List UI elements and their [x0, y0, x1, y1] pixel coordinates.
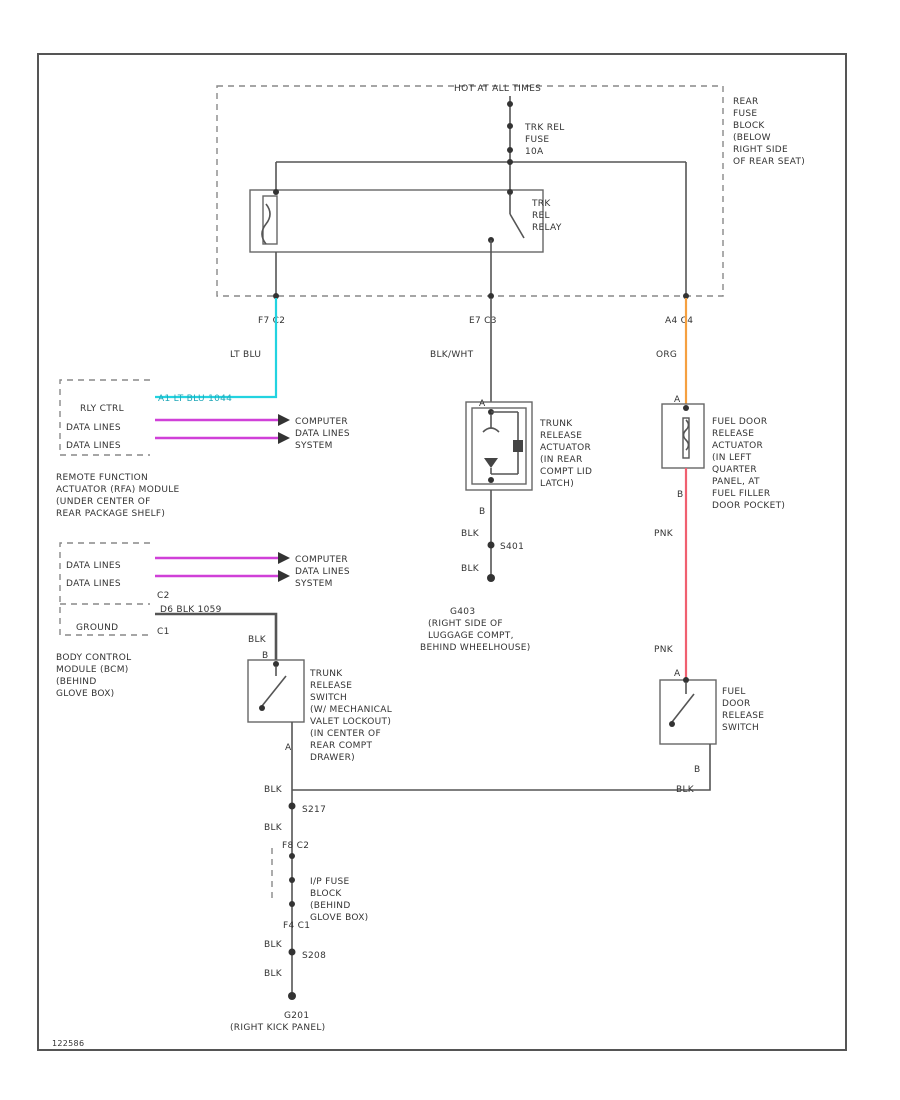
trunk-switch-pin-b: B [262, 651, 268, 661]
wire-label-blk-fuel-switch: BLK [676, 785, 695, 795]
ground-g201-label: G201 (RIGHT KICK PANEL) [230, 1011, 325, 1033]
actuator-pin-a: A [479, 399, 486, 409]
ground-g201-point [288, 992, 296, 1000]
bcm-connector-c1: C1 [157, 627, 170, 637]
arrow-rfa-1 [278, 414, 290, 426]
connector-e7-c3: E7 C3 [469, 316, 497, 326]
wire-label-blk-bcm: BLK [248, 635, 267, 645]
fuel-actuator-pin-b: B [677, 490, 683, 500]
splice-s208: S208 [302, 951, 326, 961]
bcm-row-data-lines-1: DATA LINES [66, 561, 121, 571]
wire-label-blk-g201: BLK [264, 969, 283, 979]
wire-label-blk-s208: BLK [264, 940, 283, 950]
ground-g403-label: G403 (RIGHT SIDE OF LUGGAGE COMPT, BEHIN… [420, 607, 531, 653]
bcm-module-label: BODY CONTROL MODULE (BCM) (BEHIND GLOVE … [56, 653, 135, 699]
wire-blk-bcm [155, 612, 278, 660]
trunk-release-switch: B TRUNK RELEASE SWITCH (W/ MECHANICAL VA… [247, 651, 395, 790]
ip-fuse-block-label: I/P FUSE BLOCK (BEHIND GLOVE BOX) [310, 877, 369, 923]
trunk-release-actuator: A TRUNK RELEASE ACTUATOR (IN REAR COMPT … [420, 399, 595, 653]
wire-label-blk-actuator: BLK [461, 529, 480, 539]
rfa-pin-a1: A1 LT BLU 1044 [158, 394, 232, 404]
bcm-module: DATA LINES DATA LINES C2 GROUND C1 A7 PP… [56, 542, 353, 699]
wire-label-lt-blu: LT BLU [230, 350, 261, 360]
splice-s217: S217 [302, 805, 326, 815]
wire-label-blk-ip: BLK [264, 823, 283, 833]
bcm-row-data-lines-2: DATA LINES [66, 579, 121, 589]
fuel-switch-label: FUEL DOOR RELEASE SWITCH [722, 687, 767, 733]
fuel-door-release-switch: A FUEL DOOR RELEASE SWITCH B BLK [292, 669, 767, 795]
wire-label-blk-g403: BLK [461, 564, 480, 574]
hot-at-all-times-label: HOT AT ALL TIMES [454, 84, 541, 94]
fuel-actuator-label: FUEL DOOR RELEASE ACTUATOR (IN LEFT QUAR… [712, 417, 785, 511]
wire-label-pnk-lower: PNK [654, 645, 674, 655]
rear-fuse-block-label: REAR FUSE BLOCK (BELOW RIGHT SIDE OF REA… [733, 97, 805, 167]
bcm-pin-a7: A7 PPL 1807 [158, 549, 218, 559]
trk-rel-relay [249, 189, 544, 253]
rfa-module-label: REMOTE FUNCTION ACTUATOR (RFA) MODULE (U… [56, 473, 183, 519]
diagram-frame [37, 53, 847, 1051]
fuel-switch-pin-a: A [674, 669, 681, 679]
bcm-pin-b7: B7 PPL 1807 [158, 567, 218, 577]
ground-path: BLK S217 BLK F8 C2 I/P FUSE BLOCK (BEHIN… [230, 785, 369, 1033]
fuel-door-release-actuator: A FUEL DOOR RELEASE ACTUATOR (IN LEFT QU… [654, 395, 785, 680]
rfa-pin-b4: B4 PPL 1807 [158, 411, 218, 421]
trunk-switch-label: TRUNK RELEASE SWITCH (W/ MECHANICAL VALE… [309, 669, 395, 763]
rfa-row-data-lines-1: DATA LINES [66, 423, 121, 433]
bcm-computer-label: COMPUTER DATA LINES SYSTEM [295, 555, 353, 589]
wire-label-org: ORG [656, 350, 677, 360]
trk-rel-relay-label: TRK REL RELAY [531, 199, 562, 233]
connector-a4-c4: A4 C4 [665, 316, 693, 326]
connector-f7-c2: F7 C2 [258, 316, 285, 326]
arrow-rfa-2 [278, 432, 290, 444]
footer-code: 122586 [52, 1039, 84, 1048]
rfa-module: RLY CTRL DATA LINES DATA LINES A1 LT BLU… [56, 379, 353, 519]
fuel-switch-pin-b: B [694, 765, 700, 775]
ground-g403-point [487, 574, 495, 582]
rfa-row-rly-ctrl: RLY CTRL [80, 404, 124, 414]
arrow-bcm-2 [278, 570, 290, 582]
fuel-actuator-pin-a: A [674, 395, 681, 405]
ip-connector-f8-c2: F8 C2 [282, 841, 309, 851]
trk-rel-fuse-label: TRK REL FUSE 10A [524, 123, 568, 157]
trunk-switch-pin-a: A [285, 743, 292, 753]
trunk-actuator-label: TRUNK RELEASE ACTUATOR (IN REAR COMPT LI… [539, 419, 595, 489]
actuator-pin-b: B [479, 507, 485, 517]
wire-label-pnk-upper: PNK [654, 529, 674, 539]
rear-fuse-block: HOT AT ALL TIMES REAR FUSE BLOCK (BELOW … [216, 84, 805, 326]
rfa-row-data-lines-2: DATA LINES [66, 441, 121, 451]
bcm-pin-d6: D6 BLK 1059 [160, 605, 222, 615]
wire-label-blk-wht: BLK/WHT [430, 350, 474, 360]
rfa-computer-label: COMPUTER DATA LINES SYSTEM [295, 417, 353, 451]
splice-s401: S401 [500, 542, 524, 552]
arrow-bcm-1 [278, 552, 290, 564]
rfa-pin-b5: B5 PPL 1807 [158, 429, 218, 439]
bcm-row-ground: GROUND [76, 623, 118, 633]
ip-connector-f4-c1: F4 C1 [283, 921, 310, 931]
bcm-connector-c2: C2 [157, 591, 170, 601]
wire-lt-blu [155, 298, 278, 399]
wire-label-blk-s217: BLK [264, 785, 283, 795]
